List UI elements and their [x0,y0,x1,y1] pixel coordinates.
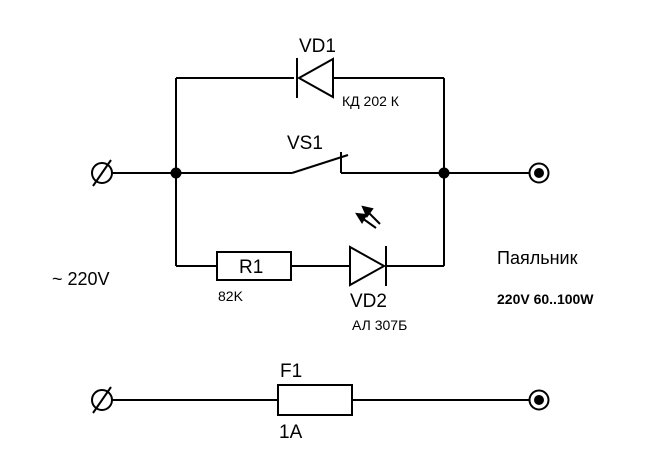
socket-outer [528,389,550,411]
terminal-slash [92,159,112,187]
socket-inner [534,168,544,178]
diode-vd1: VD1 КД 202 К [296,36,400,109]
wires [112,77,530,401]
vd1-type: КД 202 К [342,93,400,109]
led-triangle [349,245,387,287]
fuse-f1: F1 1A [277,361,353,443]
load-name: Паяльник [497,248,578,268]
f1-ref: F1 [280,361,302,382]
vs1-ref: VS1 [287,133,323,154]
resistor-r1: R1 82K [216,251,292,304]
socket-outer [528,162,550,184]
led-ray-2 [367,211,381,225]
terminal-circle [91,389,113,411]
vd2-ref: VD2 [350,291,387,312]
vd1-ref: VD1 [299,36,336,57]
led-vd2: VD2 АЛ 307Б [349,205,407,333]
switch-vs1: VS1 [287,133,349,174]
output-terminal-bottom [528,389,550,411]
junctions [170,167,450,179]
load-rating: 220V 60..100W [497,291,594,307]
diode-triangle [296,57,334,99]
switch-blade [291,154,349,174]
r1-ref: R1 [239,257,263,278]
input-terminal-bottom [91,386,113,414]
led-arrowhead-2 [361,205,374,219]
input-terminal-top [91,159,113,187]
resistor-body [216,251,292,281]
output-terminal-top [528,162,550,184]
terminal-slash [92,386,112,414]
supply-label: ~ 220V [52,269,110,289]
socket-inner [534,395,544,405]
junction-left [170,167,182,179]
led-arrowhead-1 [355,212,368,224]
vd2-type: АЛ 307Б [352,317,407,333]
r1-value: 82K [218,288,244,304]
f1-rating: 1A [279,422,303,443]
fuse-body [277,384,353,416]
terminal-circle [91,162,113,184]
junction-right [438,167,450,179]
